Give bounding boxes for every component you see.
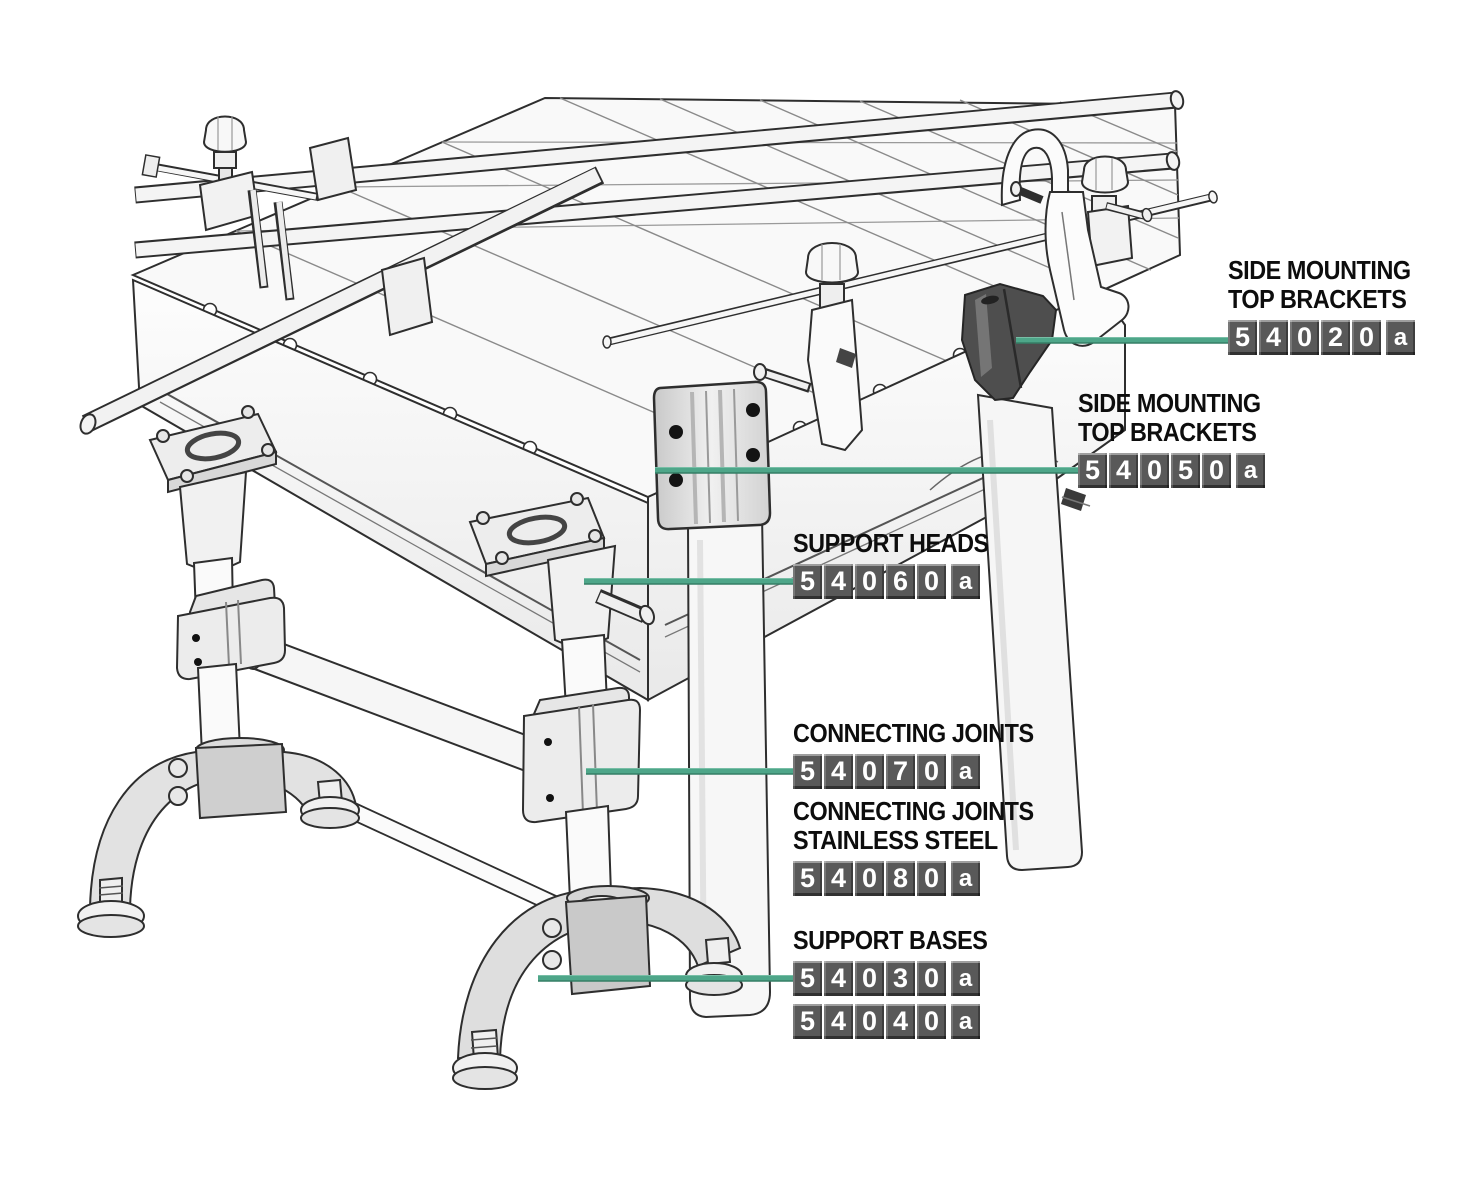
- part-code-digit: a: [1386, 320, 1415, 355]
- guide-rails: [79, 90, 1218, 435]
- callout-title: CONNECTING JOINTS: [793, 796, 1034, 826]
- part-code-digit: 5: [1228, 320, 1257, 355]
- part-code-digit: 0: [1140, 453, 1169, 488]
- callout-title: SIDE MOUNTING: [1078, 388, 1261, 418]
- part-code-digit: 5: [793, 1004, 822, 1039]
- left-leg-assembly: [77, 405, 360, 938]
- side-mounting-top-bracket-54020a-part: [960, 282, 1058, 402]
- part-code-digit: 4: [886, 1004, 915, 1039]
- part-code-digit: 5: [793, 961, 822, 996]
- part-code-digit: 7: [886, 754, 915, 789]
- part-code-digit: 0: [1202, 453, 1231, 488]
- part-code-digit: 0: [917, 564, 946, 599]
- callout-title: TOP BRACKETS: [1078, 417, 1257, 447]
- part-code-digit: 5: [1078, 453, 1107, 488]
- part-code-digit: 5: [793, 861, 822, 896]
- part-code-digit: 0: [855, 564, 884, 599]
- part-code-digit: 5: [793, 564, 822, 599]
- callout-title: SIDE MOUNTING: [1228, 255, 1411, 285]
- part-code-digit: 0: [855, 861, 884, 896]
- part-code-digit: 0: [855, 1004, 884, 1039]
- part-code-digit: 0: [1352, 320, 1381, 355]
- part-code-digit: 0: [917, 754, 946, 789]
- rail-end-clamp-and-hook: [1000, 128, 1153, 347]
- leader-54050a: [655, 467, 1078, 474]
- leader-lines: [538, 337, 1228, 982]
- part-code-digit: a: [951, 754, 980, 789]
- part-code-digit: a: [1236, 453, 1265, 488]
- callout-title: SUPPORT HEADS: [793, 528, 989, 558]
- leader-54020a: [1016, 337, 1228, 344]
- part-code-digit: 8: [886, 861, 915, 896]
- support-base-part: [452, 885, 743, 1090]
- part-code-digit: 0: [917, 1004, 946, 1039]
- part-code-digit: a: [951, 861, 980, 896]
- part-code-digit: 0: [855, 754, 884, 789]
- callout-title: STAINLESS STEEL: [793, 825, 998, 855]
- callout-title: SUPPORT BASES: [793, 925, 988, 955]
- part-code-digit: 0: [1290, 320, 1319, 355]
- part-code-digit: 4: [824, 961, 853, 996]
- part-code-digit: 5: [1171, 453, 1200, 488]
- side-bracket-leg-tube: [976, 393, 1091, 872]
- part-code-digit: a: [951, 1004, 980, 1039]
- connecting-joint-54070a-part: [521, 686, 642, 824]
- rail-clamp-knob-left: [198, 115, 434, 337]
- side-mounting-top-bracket-54050a-part: [652, 380, 772, 531]
- rail-clamp-knob-mid: [753, 242, 864, 452]
- part-code-digit: 4: [1109, 453, 1138, 488]
- part-code-digit: 3: [886, 961, 915, 996]
- part-code-digit: 0: [917, 961, 946, 996]
- part-code-digit: 2: [1321, 320, 1350, 355]
- part-code-digit: 0: [917, 861, 946, 896]
- part-code-digit: 5: [793, 754, 822, 789]
- part-code-digit: 4: [824, 861, 853, 896]
- part-code-digit: 4: [1259, 320, 1288, 355]
- leader-54060a: [584, 578, 793, 585]
- center-leg-assembly: [452, 492, 743, 1090]
- leader-support-bases: [538, 975, 793, 982]
- part-code-digit: 4: [824, 564, 853, 599]
- callout-title: TOP BRACKETS: [1228, 284, 1407, 314]
- part-code-digit: a: [951, 564, 980, 599]
- part-code-digit: 4: [824, 1004, 853, 1039]
- part-code-digit: a: [951, 961, 980, 996]
- part-code-digit: 6: [886, 564, 915, 599]
- part-code-digit: 0: [855, 961, 884, 996]
- callout-title: CONNECTING JOINTS: [793, 718, 1034, 748]
- leader-54070a: [586, 768, 793, 775]
- part-code-digit: 4: [824, 754, 853, 789]
